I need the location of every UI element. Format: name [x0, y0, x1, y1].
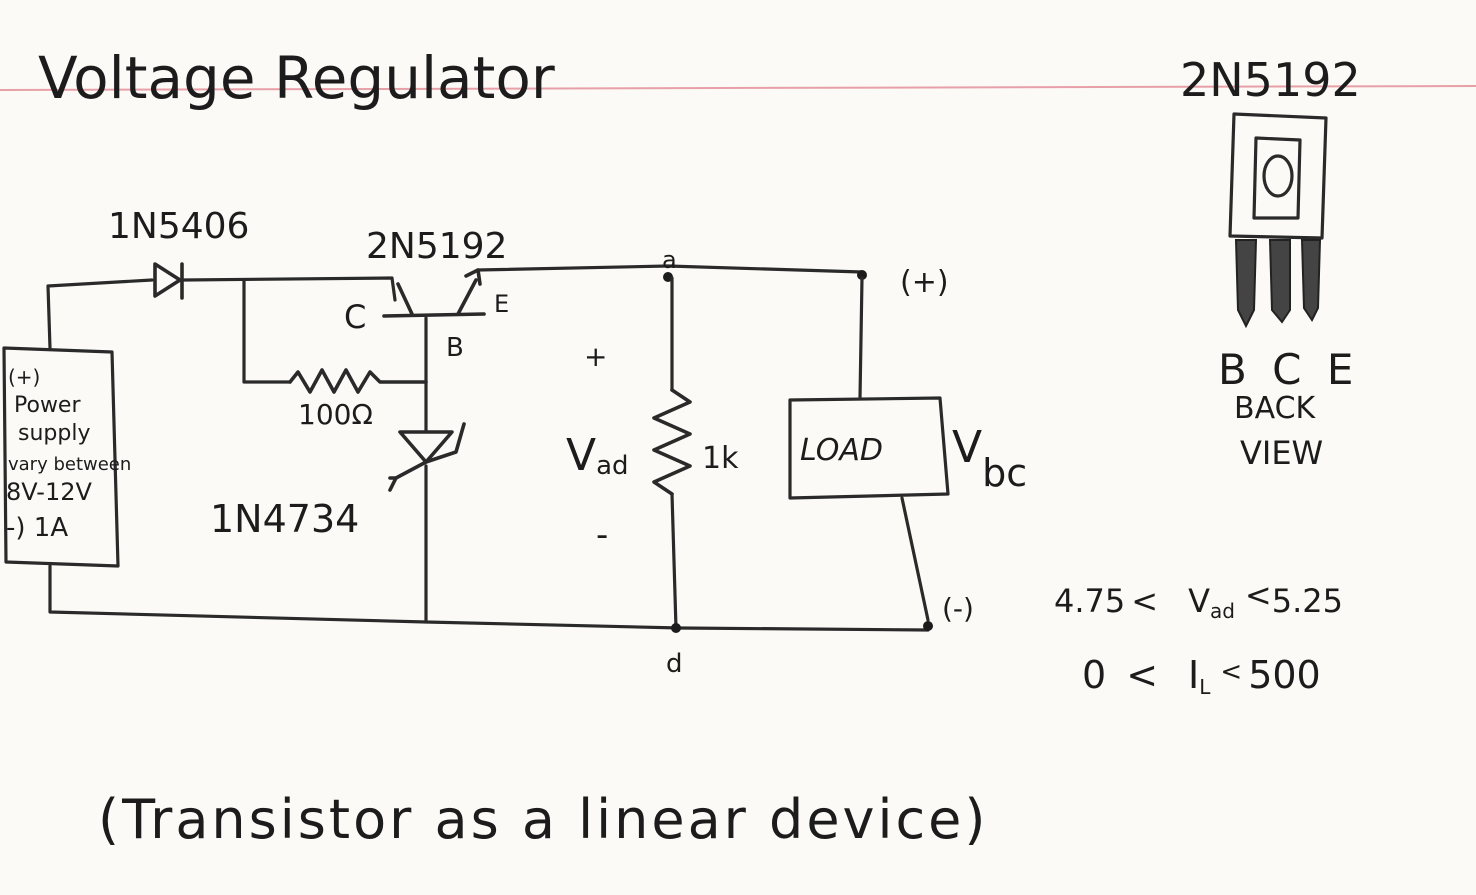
pinout-part-label: 2N5192 — [1180, 53, 1361, 107]
svg-text:-) 1A: -) 1A — [6, 513, 68, 543]
node-d-label: d — [666, 649, 683, 679]
supply-positive-wire — [46, 278, 154, 350]
svg-text:Power: Power — [14, 393, 81, 418]
svg-text:vary between: vary between — [8, 454, 131, 475]
divider-bottom-wire — [670, 492, 678, 630]
svg-text:(+): (+) — [8, 365, 40, 389]
minus-terminal-dot — [923, 621, 933, 631]
svg-text:8V-12V: 8V-12V — [6, 478, 92, 506]
resistor-1k — [652, 388, 692, 496]
transistor-label: 2N5192 — [366, 226, 507, 267]
power-supply-label: (+) Power supply vary between 8V-12V -) … — [6, 365, 131, 543]
pin-c-label: C — [344, 298, 366, 336]
ground-wire — [48, 564, 930, 632]
plus-sign: + — [584, 340, 607, 373]
diode-1n5406 — [153, 262, 184, 300]
zener-label: 1N4734 — [210, 497, 359, 541]
spec-vad-range: 4.75<Vad<5.25 — [1054, 576, 1343, 623]
resistor-branch-wire — [242, 278, 292, 384]
pin-e-label: E — [494, 290, 509, 318]
resistor-100-ohm — [288, 368, 428, 394]
svg-text:supply: supply — [18, 421, 90, 446]
load-box — [788, 396, 950, 500]
vad-label: Vad — [566, 430, 629, 481]
back-label: BACK — [1234, 391, 1317, 426]
diode-label: 1N5406 — [108, 206, 249, 247]
plus-terminal-label: (+) — [900, 265, 949, 300]
pinout-pins-label: B C E — [1218, 345, 1359, 394]
to126-package-drawing — [1228, 112, 1328, 329]
minus-sign: - — [596, 515, 608, 555]
view-label: VIEW — [1240, 434, 1323, 472]
node-d-dot — [671, 623, 681, 633]
resistor-label: 100Ω — [298, 398, 373, 431]
power-supply-box — [2, 346, 120, 568]
load-bottom-wire — [900, 496, 930, 622]
caption: (Transistor as a linear device) — [98, 788, 988, 851]
node-a-label: a — [662, 246, 677, 274]
divider-resistor-label: 1k — [702, 441, 739, 476]
header-rule — [0, 85, 1476, 91]
plus-terminal-dot — [857, 270, 867, 280]
spec-il-range: 0<IL<500 — [1082, 653, 1321, 699]
load-label: LOAD — [800, 433, 883, 468]
load-top-wire — [858, 276, 864, 400]
transistor-2n5192 — [382, 264, 670, 318]
page-title: Voltage Regulator — [38, 44, 555, 112]
zener-1n4734 — [388, 422, 466, 492]
pin-b-label: B — [446, 333, 464, 363]
minus-terminal-label: (-) — [942, 592, 974, 625]
vbc-label: Vbc — [952, 422, 1027, 495]
positive-rail — [666, 264, 864, 274]
collector-wire — [182, 276, 397, 302]
